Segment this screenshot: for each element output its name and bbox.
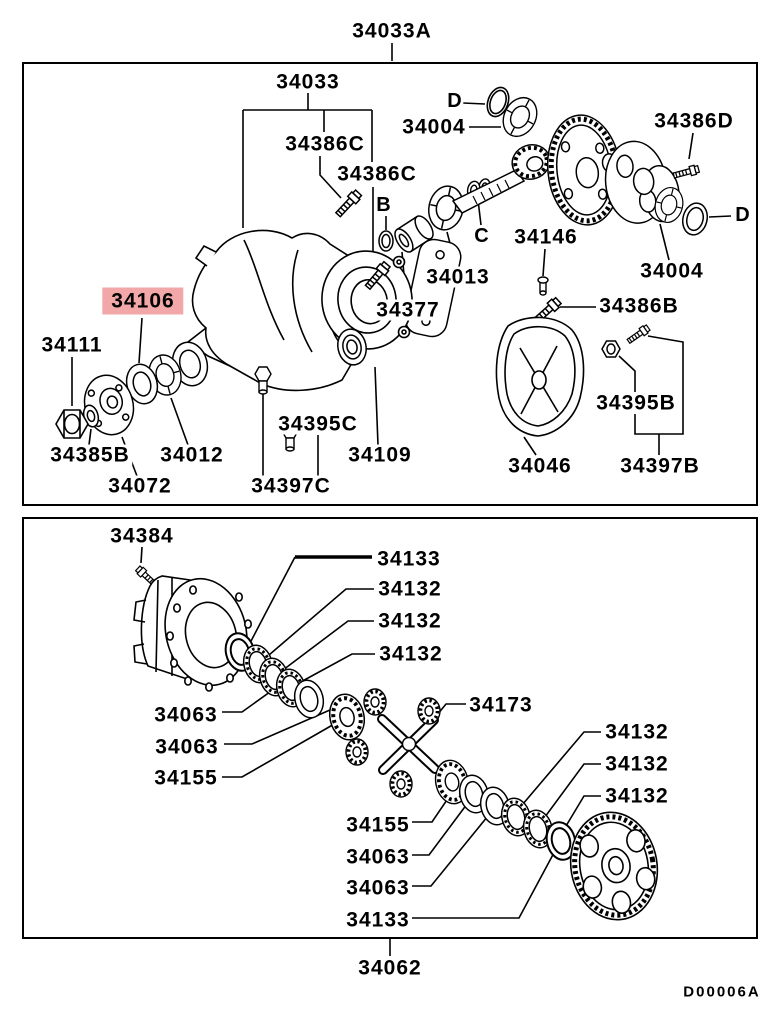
part-label-34377[interactable]: 34377 bbox=[374, 298, 442, 322]
part-label-34132-4[interactable]: 34132 bbox=[603, 720, 671, 744]
ref-label-d-right: D bbox=[734, 204, 752, 226]
part-label-34386b[interactable]: 34386B bbox=[597, 294, 681, 318]
part-label-34132-3[interactable]: 34132 bbox=[377, 642, 445, 666]
part-label-34132-5[interactable]: 34132 bbox=[603, 752, 671, 776]
top-diagram-frame bbox=[22, 62, 758, 506]
part-label-34063-2[interactable]: 34063 bbox=[153, 735, 221, 759]
part-label-34062[interactable]: 34062 bbox=[356, 956, 424, 980]
part-label-34072[interactable]: 34072 bbox=[106, 474, 174, 498]
part-label-34132-6[interactable]: 34132 bbox=[603, 784, 671, 808]
part-label-34385b[interactable]: 34385B bbox=[48, 443, 132, 467]
part-label-34046[interactable]: 34046 bbox=[506, 454, 574, 478]
part-label-34384[interactable]: 34384 bbox=[108, 524, 176, 548]
part-label-34033a[interactable]: 34033A bbox=[350, 19, 434, 43]
part-label-34132-1[interactable]: 34132 bbox=[376, 577, 444, 601]
part-label-34133-right[interactable]: 34133 bbox=[344, 908, 412, 932]
part-label-34012[interactable]: 34012 bbox=[158, 443, 226, 467]
part-label-34109[interactable]: 34109 bbox=[346, 443, 414, 467]
drawing-code: D00006A bbox=[683, 983, 761, 1001]
part-label-34155-right[interactable]: 34155 bbox=[344, 813, 412, 837]
ref-label-d-left: D bbox=[446, 90, 464, 112]
part-label-34004-left[interactable]: 34004 bbox=[400, 115, 468, 139]
part-label-34173[interactable]: 34173 bbox=[467, 693, 535, 717]
part-label-34033[interactable]: 34033 bbox=[274, 70, 342, 94]
part-label-34132-2[interactable]: 34132 bbox=[376, 609, 444, 633]
part-label-34386c-2[interactable]: 34386C bbox=[335, 162, 419, 186]
part-label-34146[interactable]: 34146 bbox=[512, 225, 580, 249]
part-label-34063-4[interactable]: 34063 bbox=[344, 876, 412, 900]
part-label-34013[interactable]: 34013 bbox=[424, 265, 492, 289]
part-label-34386d[interactable]: 34386D bbox=[652, 109, 736, 133]
part-label-34395c[interactable]: 34395C bbox=[276, 412, 360, 436]
part-label-34063-3[interactable]: 34063 bbox=[344, 845, 412, 869]
part-label-34395b[interactable]: 34395B bbox=[594, 391, 678, 415]
part-label-34155-left[interactable]: 34155 bbox=[152, 766, 220, 790]
part-label-34397b[interactable]: 34397B bbox=[618, 454, 702, 478]
part-label-34111[interactable]: 34111 bbox=[39, 333, 105, 357]
ref-label-c: C bbox=[473, 225, 491, 247]
part-label-34004-right[interactable]: 34004 bbox=[638, 259, 706, 283]
ref-label-b: B bbox=[375, 194, 393, 216]
part-label-34397c[interactable]: 34397C bbox=[249, 474, 333, 498]
part-label-34133-left[interactable]: 34133 bbox=[375, 547, 443, 571]
part-label-34386c-1[interactable]: 34386C bbox=[283, 132, 367, 156]
part-label-34063-1[interactable]: 34063 bbox=[152, 703, 220, 727]
part-label-34106-highlighted[interactable]: 34106 bbox=[102, 287, 184, 315]
